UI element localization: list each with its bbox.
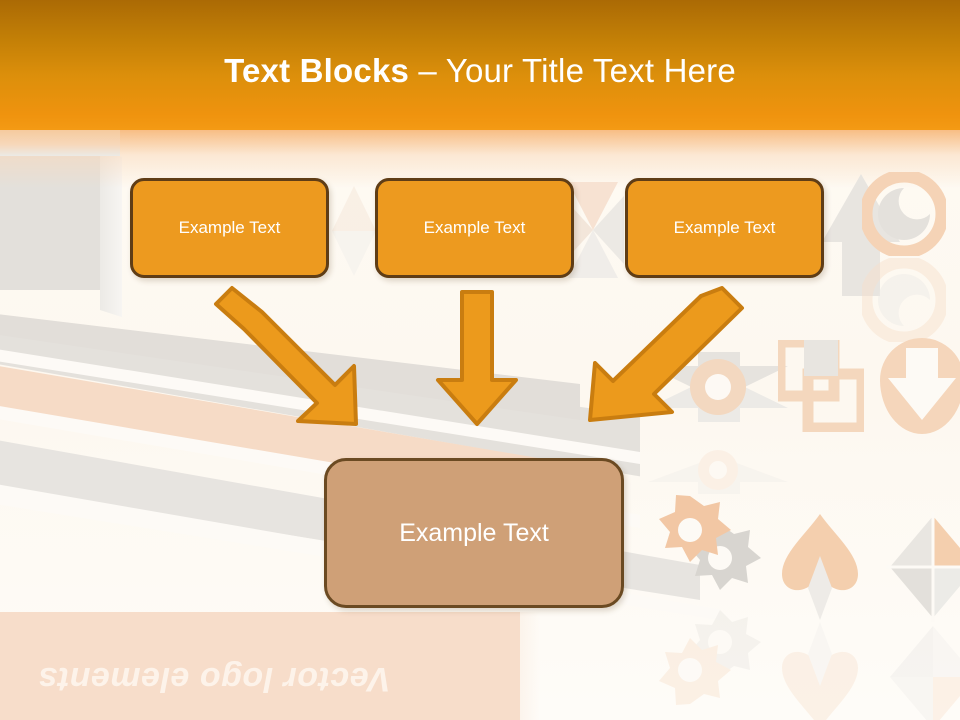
footer-watermark-text: Vector logo elements xyxy=(38,660,391,698)
page-title-rest: Your Title Text Here xyxy=(445,52,736,89)
text-block-2-label: Example Text xyxy=(423,218,526,237)
text-block-summary-label: Example Text xyxy=(399,518,549,547)
text-block-1-label: Example Text xyxy=(178,218,281,237)
text-block-summary[interactable]: Example Text xyxy=(324,458,624,608)
footer-band-fade xyxy=(460,612,540,720)
text-block-3-label: Example Text xyxy=(673,218,776,237)
page-title: Text Blocks – Your Title Text Here xyxy=(0,52,960,90)
background-grey-block-top xyxy=(0,128,120,156)
text-block-3[interactable]: Example Text xyxy=(625,178,824,278)
footer-band xyxy=(0,612,520,720)
page-title-separator: – xyxy=(409,52,446,89)
page-title-bold: Text Blocks xyxy=(224,52,410,89)
text-block-2[interactable]: Example Text xyxy=(375,178,574,278)
text-block-1[interactable]: Example Text xyxy=(130,178,329,278)
header-bar: Text Blocks – Your Title Text Here xyxy=(0,0,960,130)
